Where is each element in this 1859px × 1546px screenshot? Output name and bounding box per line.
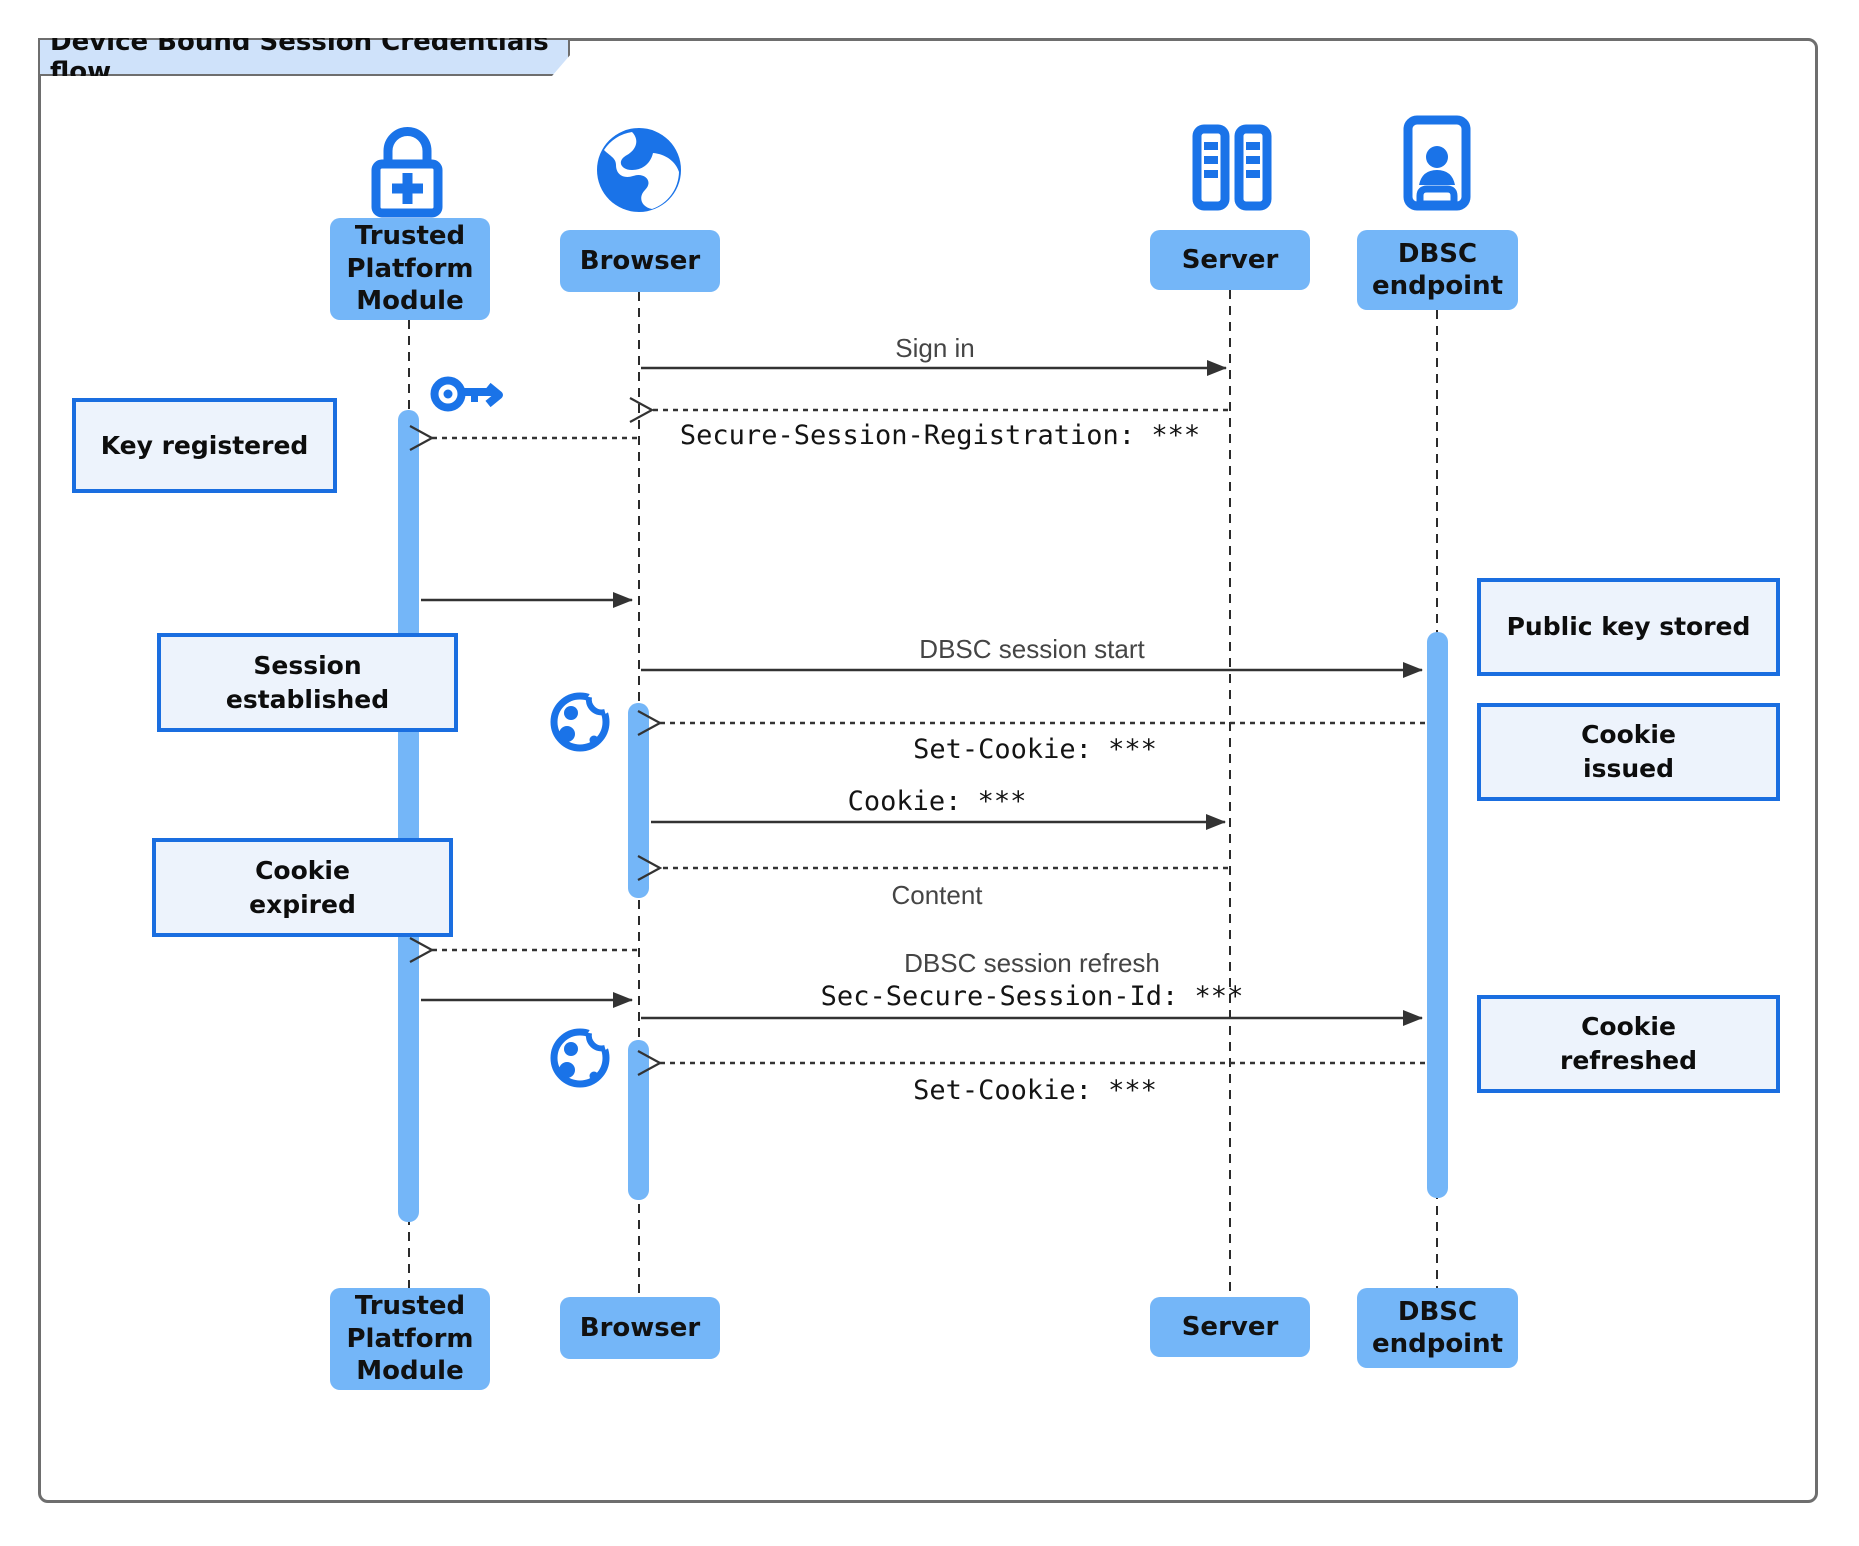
cookie-icon bbox=[550, 689, 613, 752]
message-arrows bbox=[409, 360, 1425, 1076]
note-cookie-expired: Cookie expired bbox=[152, 838, 453, 937]
server-rack-icon bbox=[1192, 124, 1272, 211]
message-set-cookie-2: Set-Cookie: *** bbox=[913, 1075, 1157, 1106]
cookie-icon bbox=[550, 1025, 613, 1088]
note-session-established: Session established bbox=[157, 633, 458, 732]
note-key-registered: Key registered bbox=[72, 398, 337, 493]
message-dbsc-session-refresh: DBSC session refresh bbox=[904, 948, 1160, 978]
actor-dbsc-top: DBSC endpoint bbox=[1357, 230, 1518, 310]
message-secure-session-registration: Secure-Session-Registration: *** bbox=[679, 420, 1201, 451]
note-text: Session established bbox=[225, 650, 390, 714]
message-sec-secure-session-id: Sec-Secure-Session-Id: *** bbox=[820, 981, 1244, 1012]
lock-plus-icon bbox=[371, 127, 443, 218]
globe-icon bbox=[597, 128, 681, 212]
message-sign-in: Sign in bbox=[895, 333, 975, 363]
note-text: Cookie issued bbox=[1581, 720, 1676, 783]
actor-dbsc-bottom: DBSC endpoint bbox=[1357, 1288, 1518, 1368]
note-text: Cookie expired bbox=[249, 855, 356, 919]
activation-dbsc bbox=[1427, 632, 1448, 1198]
note-cookie-issued: Cookie issued bbox=[1477, 703, 1780, 801]
note-text: Cookie refreshed bbox=[1560, 1012, 1697, 1075]
activation-browser-2 bbox=[628, 1040, 649, 1200]
actor-server-top: Server bbox=[1150, 230, 1310, 290]
actor-tpm-bottom: Trusted Platform Module bbox=[330, 1288, 490, 1390]
activation-browser-1 bbox=[628, 703, 649, 898]
activation-tpm bbox=[398, 410, 419, 1222]
activation-bars bbox=[398, 410, 1448, 1222]
message-cookie: Cookie: *** bbox=[847, 786, 1027, 817]
actor-browser-bottom: Browser bbox=[560, 1297, 720, 1359]
note-public-key-stored: Public key stored bbox=[1477, 578, 1780, 676]
actor-browser-top: Browser bbox=[560, 230, 720, 292]
note-text: Key registered bbox=[100, 430, 309, 460]
note-text: Public key stored bbox=[1506, 612, 1751, 642]
key-icon bbox=[430, 376, 503, 412]
message-set-cookie-1: Set-Cookie: *** bbox=[913, 734, 1157, 765]
message-dbsc-session-start: DBSC session start bbox=[919, 634, 1145, 664]
message-content: Content bbox=[891, 880, 983, 910]
id-badge-icon bbox=[1403, 115, 1471, 211]
actor-server-bottom: Server bbox=[1150, 1297, 1310, 1357]
note-cookie-refreshed: Cookie refreshed bbox=[1477, 995, 1780, 1093]
actor-tpm-top: Trusted Platform Module bbox=[330, 218, 490, 320]
